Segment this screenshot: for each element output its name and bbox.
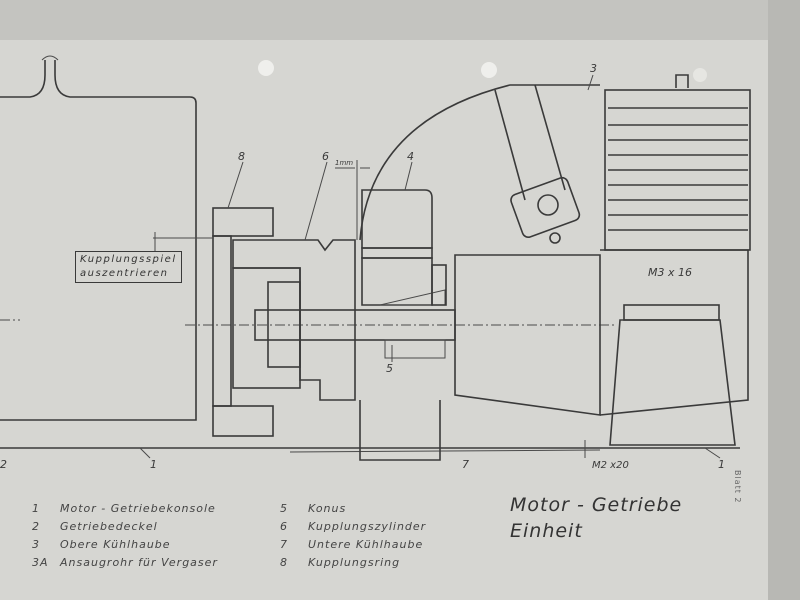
clutch-note-box: Kupplungsspiel auszentrieren — [75, 251, 182, 283]
punch-hole — [481, 62, 497, 78]
callout-3: 3 — [590, 62, 597, 75]
callout-8: 8 — [238, 150, 245, 163]
callout-7: 7 — [462, 458, 469, 471]
cylinder-fins — [604, 89, 751, 251]
drawing-title: Motor - Getriebe Einheit — [510, 492, 682, 544]
callout-1-left: 1 — [150, 458, 157, 471]
paper-sheet — [0, 38, 768, 600]
screw-m3: M3 x 16 — [648, 266, 692, 279]
callout-6: 6 — [322, 150, 329, 163]
callout-4: 4 — [407, 150, 414, 163]
sheet-number: Blatt 2 — [733, 470, 742, 504]
note-line-1: Kupplungsspiel — [80, 254, 177, 265]
punch-hole — [693, 68, 707, 82]
punch-hole — [258, 60, 274, 76]
title-line-2: Einheit — [510, 520, 583, 542]
title-line-1: Motor - Getriebe — [510, 494, 683, 516]
callout-2: 2 — [0, 458, 7, 471]
callout-1-right: 1 — [718, 458, 725, 471]
gap-dimension: 1mm — [335, 159, 353, 167]
screw-m2: M2 x20 — [592, 460, 629, 471]
note-line-2: auszentrieren — [80, 268, 169, 279]
callout-5: 5 — [386, 362, 393, 375]
